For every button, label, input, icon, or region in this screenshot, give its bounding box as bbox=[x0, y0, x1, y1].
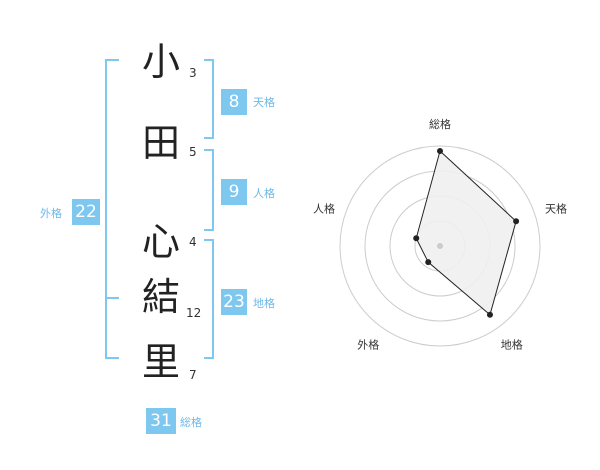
soukaku-value: 31 bbox=[146, 408, 176, 434]
radar-axis-label-1: 総格 bbox=[429, 117, 451, 131]
name-char-3: 心 bbox=[141, 220, 180, 264]
gaikaku-value: 22 bbox=[72, 199, 100, 225]
stroke-count-3: 4 bbox=[189, 235, 197, 249]
radar-point-3 bbox=[486, 311, 493, 318]
stroke-count-5: 7 bbox=[189, 368, 197, 382]
radar-point-4 bbox=[425, 259, 432, 266]
stroke-count-1: 3 bbox=[189, 66, 197, 80]
gaikaku-label: 外格 bbox=[40, 207, 62, 220]
jinkaku-label: 人格 bbox=[253, 187, 275, 200]
name-char-2: 田 bbox=[141, 121, 180, 165]
radar-value-polygon bbox=[415, 150, 517, 316]
chikaku-value: 23 bbox=[221, 289, 247, 315]
soukaku-label: 総格 bbox=[180, 416, 202, 429]
radar-point-1 bbox=[437, 148, 443, 154]
tenkaku-label: 天格 bbox=[253, 96, 275, 109]
jinkaku-value: 9 bbox=[221, 179, 247, 205]
tenkaku-value: 8 bbox=[221, 89, 247, 115]
radar-point-5 bbox=[413, 235, 420, 242]
radar-center-point bbox=[437, 243, 443, 249]
chikaku-label: 地格 bbox=[253, 297, 275, 310]
radar-axis-label-4: 外格 bbox=[357, 338, 379, 352]
name-char-5: 里 bbox=[141, 340, 180, 384]
stroke-count-2: 5 bbox=[189, 145, 197, 159]
radar-ring-4 bbox=[339, 145, 541, 347]
name-char-4: 結 bbox=[141, 275, 180, 319]
radar-axis-label-2: 天格 bbox=[545, 201, 567, 215]
stroke-count-4: 12 bbox=[186, 306, 202, 320]
radar-point-2 bbox=[513, 218, 520, 225]
name-char-1: 小 bbox=[141, 40, 180, 84]
radar-axis-label-5: 人格 bbox=[313, 201, 335, 215]
radar-axis-label-3: 地格 bbox=[501, 338, 523, 352]
